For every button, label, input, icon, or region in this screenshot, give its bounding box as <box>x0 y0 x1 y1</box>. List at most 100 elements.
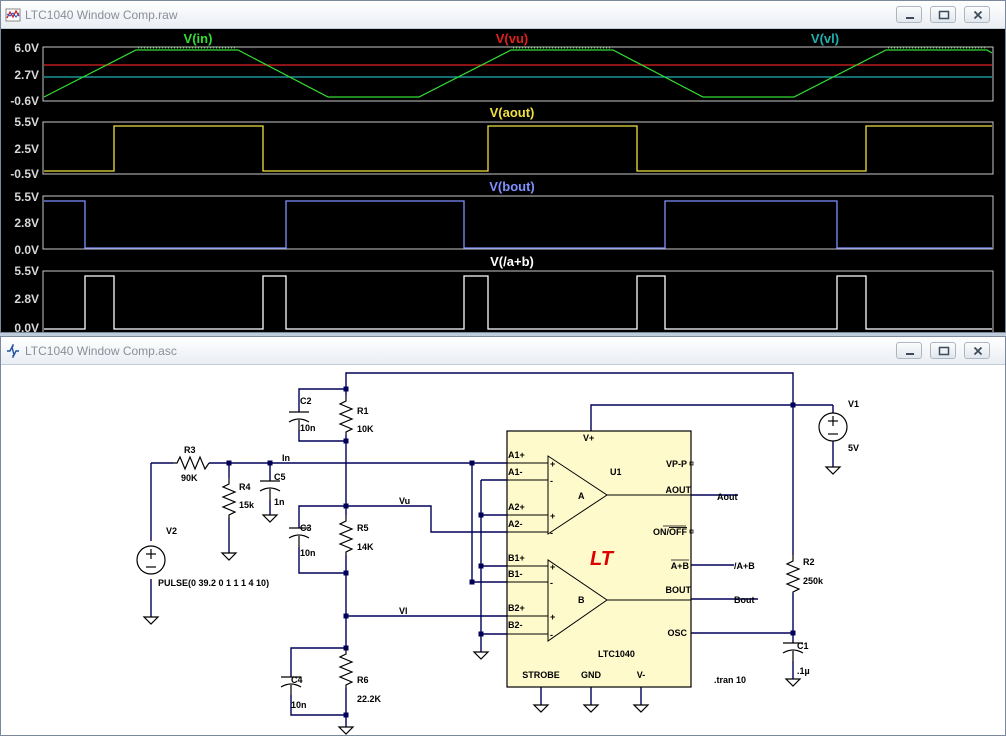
pane-2-frame <box>42 121 994 175</box>
trace-label-vin[interactable]: V(in) <box>184 31 213 46</box>
trace-label-aout[interactable]: V(aout) <box>490 105 535 120</box>
ic-logo: LT <box>590 548 615 570</box>
capacitor-c4[interactable]: C4 10n <box>280 675 307 710</box>
restore-button[interactable] <box>930 6 956 23</box>
trace-label-vl[interactable]: V(vl) <box>811 31 839 46</box>
pane-input-signals[interactable]: 6.0V 2.7V -0.6V V(in) V(vu) V(vl) <box>10 31 994 108</box>
pane-4-ytick-top: 5.5V <box>14 264 39 278</box>
schematic-titlebar[interactable]: LTC1040 Window Comp.asc <box>1 337 1005 365</box>
trace-label-ab[interactable]: V(/a+b) <box>490 254 534 269</box>
ab-trace <box>44 275 992 330</box>
c5-ref: C5 <box>274 472 286 482</box>
ic-pin-osc: OSC <box>667 628 687 638</box>
trace-label-bout[interactable]: V(bout) <box>489 179 534 194</box>
v2-value: PULSE(0 39.2 0 1 1 1 4 10) <box>158 578 269 588</box>
waveform-app-icon <box>5 8 21 22</box>
close-button[interactable] <box>964 6 990 23</box>
waveform-window[interactable]: LTC1040 Window Comp.raw 6.0V 2.7V -0.6V … <box>0 0 1006 333</box>
resistor-r3[interactable]: R3 90K <box>173 445 210 483</box>
schematic-window[interactable]: LTC1040 Window Comp.asc <box>0 336 1006 736</box>
schematic-window-title: LTC1040 Window Comp.asc <box>25 344 177 358</box>
net-labels: In Vu Vl Aout /A+B Bout <box>282 453 755 616</box>
r2-ref: R2 <box>803 557 815 567</box>
r3-value: 90K <box>181 473 198 483</box>
vin-trace <box>43 49 993 98</box>
aout-trace <box>44 125 992 172</box>
voltage-source-v2[interactable]: V2 PULSE(0 39.2 0 1 1 1 4 10) <box>136 526 269 588</box>
ic-pin-b1plus: B1+ <box>508 553 525 563</box>
minimize-button[interactable] <box>896 6 922 23</box>
net-label-ab[interactable]: /A+B <box>734 561 755 571</box>
pane-3-frame <box>42 195 994 250</box>
ic-ref: U1 <box>610 467 622 477</box>
ic-pin-vpp: VP-P <box>666 459 687 469</box>
pane-ab[interactable]: 5.5V 2.8V 0.0V V(/a+b) <box>14 254 994 333</box>
pin-onoff-square <box>689 529 694 534</box>
capacitor-c2[interactable]: C2 10n <box>288 396 316 433</box>
waveform-window-title: LTC1040 Window Comp.raw <box>25 8 178 22</box>
c2-value: 10n <box>300 423 316 433</box>
c3-value: 10n <box>300 548 316 558</box>
net-label-bout[interactable]: Bout <box>734 595 755 605</box>
v2-ref: V2 <box>166 526 177 536</box>
pane-2-ytick-mid: 2.5V <box>14 142 39 156</box>
r6-value: 22.2K <box>357 694 382 704</box>
capacitor-c5[interactable]: C5 1n <box>259 472 286 507</box>
schematic-app-icon <box>7 344 19 358</box>
ic-pin-a1minus: A1- <box>508 467 523 477</box>
pane-1-ytick-mid: 2.7V <box>14 68 39 82</box>
c3-ref: C3 <box>300 523 312 533</box>
r5-value: 14K <box>357 542 374 552</box>
pane-4-ytick-mid: 2.8V <box>14 292 39 306</box>
ic-pin-vplus: V+ <box>583 433 594 443</box>
resistor-r6[interactable]: R6 22.2K <box>338 648 382 704</box>
r6-ref: R6 <box>357 675 369 685</box>
net-label-vu[interactable]: Vu <box>399 496 410 506</box>
pane-2-ytick-top: 5.5V <box>14 115 39 129</box>
c2-ref: C2 <box>300 396 312 406</box>
restore-button[interactable] <box>930 342 956 359</box>
ic-pin-b1minus: B1- <box>508 569 523 579</box>
pane-2-ytick-bottom: -0.5V <box>10 167 39 181</box>
spice-directive[interactable]: .tran 10 <box>714 675 746 685</box>
resistor-r1[interactable]: R1 10K <box>338 395 374 435</box>
pane-aout[interactable]: 5.5V 2.5V -0.5V V(aout) <box>10 105 994 181</box>
pane-4-ytick-bottom: 0.0V <box>14 321 39 333</box>
close-button[interactable] <box>964 342 990 359</box>
waveform-plot-area[interactable]: 6.0V 2.7V -0.6V V(in) V(vu) V(vl) 5.5V 2… <box>1 29 1006 333</box>
net-label-aout[interactable]: Aout <box>717 492 738 502</box>
r4-ref: R4 <box>239 482 251 492</box>
ic-pin-bout: BOUT <box>666 585 692 595</box>
svg-text:+: + <box>550 562 555 572</box>
comparator-b-label: B <box>578 595 585 605</box>
capacitor-c3[interactable]: C3 10n <box>288 523 316 558</box>
pane-3-ytick-top: 5.5V <box>14 190 39 204</box>
resistor-r2[interactable]: R2 250k <box>785 555 824 593</box>
capacitor-c1[interactable]: C1 .1µ <box>782 641 810 676</box>
c4-ref: C4 <box>291 675 303 685</box>
schematic-canvas[interactable]: R1 10K R5 14K R6 22.2K R3 90K R4 15k R2 … <box>1 365 1006 736</box>
junction-dots <box>226 386 796 718</box>
ground-symbols <box>142 466 842 735</box>
resistor-r5[interactable]: R5 14K <box>338 515 374 555</box>
ic-pin-aout: AOUT <box>666 485 692 495</box>
r1-ref: R1 <box>357 406 369 416</box>
ic-pin-a1plus: A1+ <box>508 450 525 460</box>
waveform-titlebar[interactable]: LTC1040 Window Comp.raw <box>1 1 1005 29</box>
r3-ref: R3 <box>184 445 196 455</box>
ic-pin-a2minus: A2- <box>508 519 523 529</box>
c5-value: 1n <box>274 497 285 507</box>
pane-bout[interactable]: 5.5V 2.8V 0.0V V(bout) <box>14 179 994 257</box>
net-label-in[interactable]: In <box>282 453 290 463</box>
pane-1-frame <box>42 46 994 102</box>
ic-pin-vminus: V- <box>637 670 646 680</box>
resistor-r4[interactable]: R4 15k <box>221 478 255 518</box>
v1-ref: V1 <box>848 399 859 409</box>
minimize-button[interactable] <box>896 342 922 359</box>
trace-label-vu[interactable]: V(vu) <box>496 31 529 46</box>
svg-text:-: - <box>550 528 553 538</box>
voltage-source-v1[interactable]: V1 5V <box>818 399 859 453</box>
pane-3-ytick-bottom: 0.0V <box>14 243 39 257</box>
net-label-vl[interactable]: Vl <box>399 606 408 616</box>
ic-ltc1040[interactable]: V+ U1 LTC1040 LT A1+ A1- A2+ A2- B1+ B1-… <box>506 430 694 688</box>
